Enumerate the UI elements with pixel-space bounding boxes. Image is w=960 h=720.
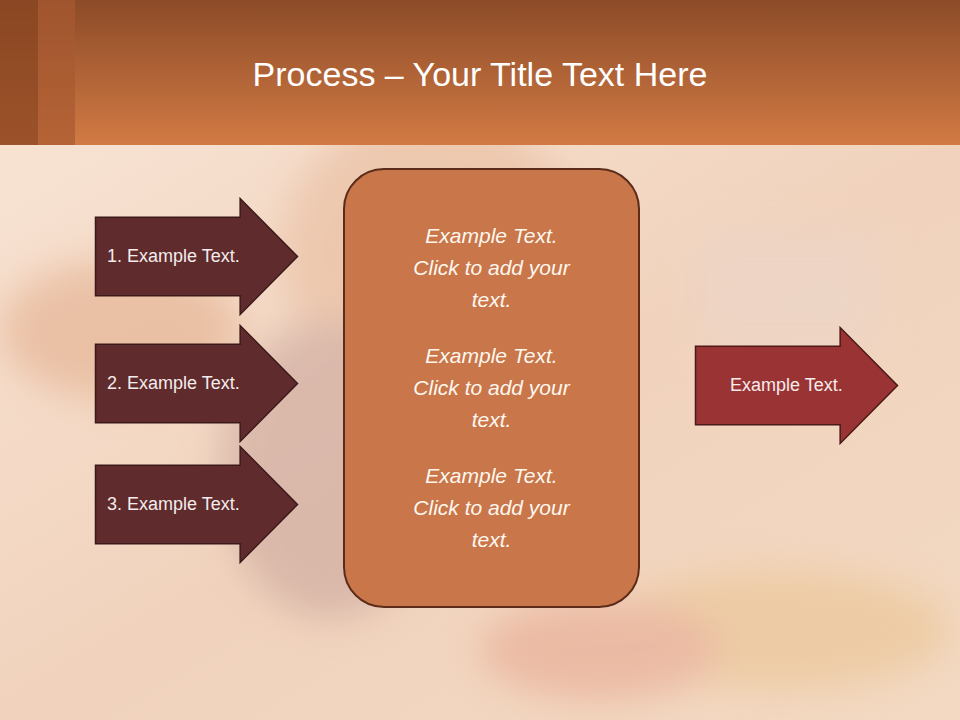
arrow-shape [696,328,898,444]
arrow-shape [96,326,298,442]
blurred-photo [0,110,950,700]
arrow-box: 2. Example Text. [95,325,298,442]
header-stripe [38,0,75,145]
header-band [0,0,960,145]
arrow-shape [96,199,298,315]
arrow-box: Example Text. [695,327,898,444]
box-text: Example Text. Click to add your text. [402,460,582,556]
slide-title: Process – Your Title Text Here [0,48,960,100]
process-box: Example Text. Click to add your text. Exa… [343,168,640,608]
arrow-label: Example Text. [695,346,878,424]
arrow-label: 2. Example Text. [107,344,294,422]
arrow-box: 1. Example Text. [95,198,298,315]
header-stripe [0,0,38,145]
box-text: Example Text. Click to add your text. [402,340,582,436]
arrow-box: 3. Example Text. [95,446,298,563]
arrow-label: 1. Example Text. [107,217,294,295]
arrow-label: 3. Example Text. [107,465,294,543]
rounded-rect [344,169,639,607]
photo-backdrop [0,145,960,720]
box-text: Example Text. Click to add your text. [402,220,582,316]
arrow-shape [96,447,298,563]
